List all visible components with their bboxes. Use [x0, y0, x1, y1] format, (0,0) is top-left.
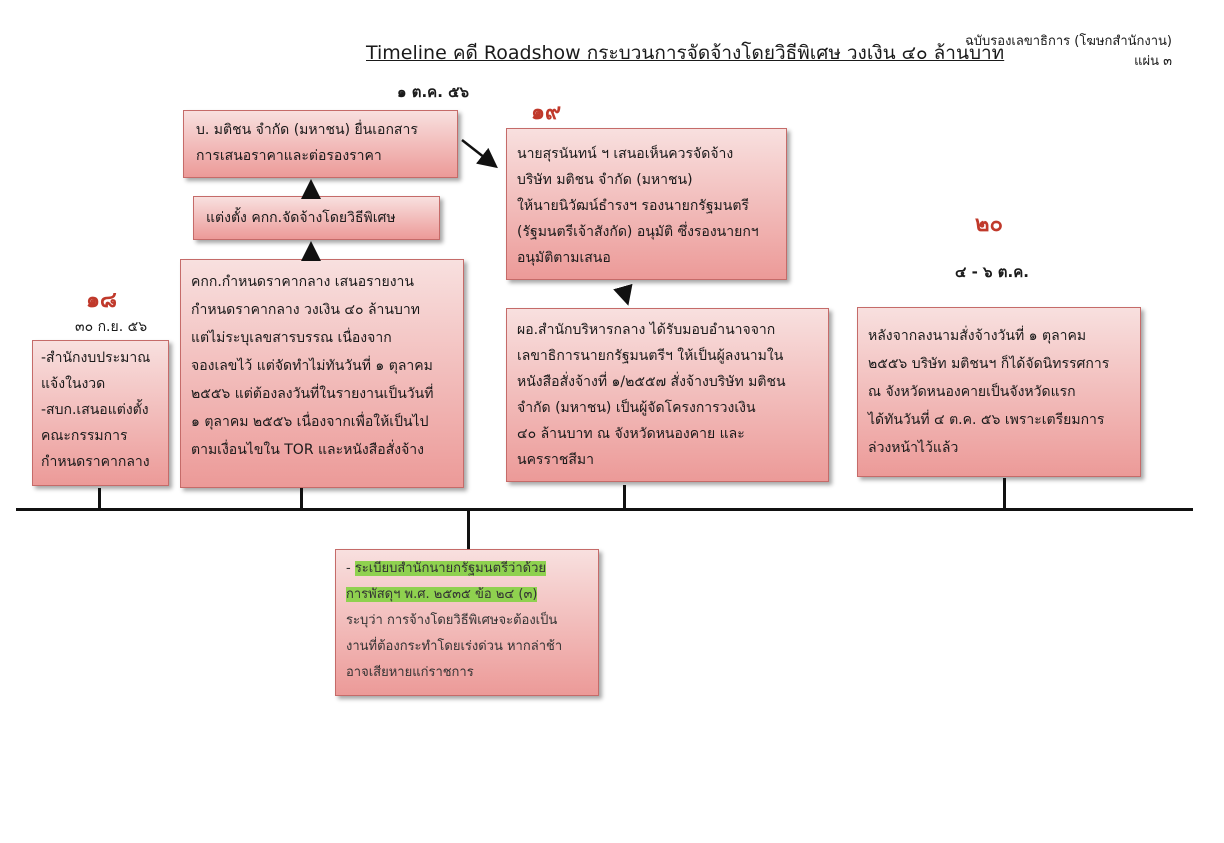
box-line: กำหนดราคากลาง [41, 454, 150, 470]
day-18-date: ๓๐ ก.ย. ๕๖ [75, 319, 148, 335]
box-line: จำกัด (มหาชน) เป็นผู้จัดโครงการวงเงิน [517, 400, 756, 416]
tick-oct-1 [300, 488, 303, 508]
timeline-axis [16, 508, 1193, 511]
box-line: -สบก.เสนอแต่งตั้ง [41, 402, 149, 418]
price-committee-box: คกก.กำหนดราคากลาง เสนอรายงาน กำหนดราคากล… [180, 259, 464, 488]
tick-day-19 [623, 485, 626, 508]
day-20-number: ๒๐ [975, 212, 1003, 237]
note-line: งานที่ต้องกระทำโดยเร่งด่วน หากล่าช้า [346, 639, 563, 654]
box-line: บริษัท มติชน จำกัด (มหาชน) [517, 172, 693, 188]
budget-bureau-box: -สำนักงบประมาณ แจ้งในงวด -สบก.เสนอแต่งตั… [32, 340, 169, 486]
box-line: เลขาธิการนายกรัฐมนตรีฯ ให้เป็นผู้ลงนามใน [517, 348, 784, 364]
page-title: Timeline คดี Roadshow กระบวนการจัดจ้างโด… [366, 42, 1005, 64]
box-line: แจ้งในงวด [41, 376, 106, 392]
box-line: อนุมัติตามเสนอ [517, 250, 611, 266]
hiring-order-box: ผอ.สำนักบริหารกลาง ได้รับมอบอำนาจจาก เลข… [506, 308, 829, 482]
arrow-down-icon [613, 283, 633, 306]
matichon-bid-box: บ. มติชน จำกัด (มหาชน) ยื่นเอกสาร การเสน… [183, 110, 458, 178]
oct-1-date: ๑ ต.ค. ๕๖ [397, 83, 470, 101]
box-line: จองเลขไว้ แต่จัดทำไม่ทันวันที่ ๑ ตุลาคม [191, 358, 433, 374]
box-line: บ. มติชน จำกัด (มหาชน) ยื่นเอกสาร [196, 122, 418, 138]
appoint-committee-box: แต่งตั้ง คกก.จัดจ้างโดยวิธีพิเศษ [193, 196, 440, 240]
box-line: หลังจากลงนามสั่งจ้างวันที่ ๑ ตุลาคม [868, 328, 1087, 344]
box-line: ผอ.สำนักบริหารกลาง ได้รับมอบอำนาจจาก [517, 322, 776, 338]
exhibition-box: หลังจากลงนามสั่งจ้างวันที่ ๑ ตุลาคม ๒๕๕๖… [857, 307, 1141, 477]
box-line: -สำนักงบประมาณ [41, 350, 151, 366]
box-line: หนังสือสั่งจ้างที่ ๑/๒๕๕๗ สั่งจ้างบริษัท… [517, 374, 786, 390]
tick-regulation [467, 510, 470, 549]
box-line: คณะกรรมการ [41, 428, 128, 444]
box-line: ๑ ตุลาคม ๒๕๕๖ เนื่องจากเพื่อให้เป็นไป [191, 414, 429, 430]
box-line: กำหนดราคากลาง วงเงิน ๔๐ ล้านบาท [191, 302, 420, 318]
box-line: ให้นายนิวัฒน์ธำรงฯ รองนายกรัฐมนตรี [517, 198, 749, 214]
box-line: ณ จังหวัดหนองคายเป็นจังหวัดแรก [868, 384, 1076, 400]
highlighted-regulation: การพัสดุฯ พ.ศ. ๒๕๓๕ ข้อ ๒๔ (๓) [346, 587, 538, 602]
approval-proposal-box: นายสุรนันทน์ ฯ เสนอเห็นควรจัดจ้าง บริษัท… [506, 128, 787, 280]
box-line: (รัฐมนตรีเจ้าสังกัด) อนุมัติ ซึ่งรองนายก… [517, 224, 759, 240]
box-line: ๒๕๕๖ บริษัท มติชนฯ ก็ได้จัดนิทรรศการ [868, 356, 1110, 372]
note-line: - ระเบียบสำนักนายกรัฐมนตรีว่าด้วย [346, 556, 588, 582]
day-18-number: ๑๘ [86, 288, 117, 313]
box-line: นครราชสีมา [517, 452, 594, 468]
box-line: แต่งตั้ง คกก.จัดจ้างโดยวิธีพิเศษ [206, 210, 396, 226]
note-line: อาจเสียหายแก่ราชการ [346, 665, 474, 680]
regulation-note-box: - ระเบียบสำนักนายกรัฐมนตรีว่าด้วย การพัส… [335, 549, 599, 696]
note-line: การพัสดุฯ พ.ศ. ๒๕๓๕ ข้อ ๒๔ (๓) [346, 582, 588, 608]
box-line: ๒๕๕๖ แต่ต้องลงวันที่ในรายงานเป็นวันที่ [191, 386, 434, 402]
box-line: คกก.กำหนดราคากลาง เสนอรายงาน [191, 274, 414, 290]
tick-day-20 [1003, 478, 1006, 508]
box-line: ได้ทันวันที่ ๔ ต.ค. ๕๖ เพราะเตรียมการ [868, 412, 1105, 428]
highlighted-regulation: ระเบียบสำนักนายกรัฐมนตรีว่าด้วย [354, 561, 547, 576]
document-label-block: ฉบับรองเลขาธิการ (โฆษกสำนักงาน) แผ่น ๓ [965, 32, 1172, 72]
box-line: นายสุรนันทน์ ฯ เสนอเห็นควรจัดจ้าง [517, 146, 734, 162]
box-line: ตามเงื่อนไขใน TOR และหนังสือสั่งจ้าง [191, 442, 424, 458]
box-line: การเสนอราคาและต่อรองราคา [196, 148, 382, 164]
document-version-label: ฉบับรองเลขาธิการ (โฆษกสำนักงาน) [964, 34, 1172, 49]
box-line: ๔๐ ล้านบาท ณ จังหวัดหนองคาย และ [517, 426, 745, 442]
note-prefix: - [346, 561, 355, 576]
day-20-date: ๔ - ๖ ต.ค. [955, 263, 1029, 281]
arrow-diagonal-icon [461, 139, 498, 169]
box-line: แต่ไม่ระบุเลขสารบรรณ เนื่องจาก [191, 330, 392, 346]
day-19-number: ๑๙ [531, 100, 562, 125]
tick-sep-30 [98, 488, 101, 508]
sheet-number-label: แผ่น ๓ [1134, 54, 1172, 69]
box-line: ล่วงหน้าไว้แล้ว [868, 440, 959, 456]
note-line: ระบุว่า การจ้างโดยวิธีพิเศษจะต้องเป็น [346, 613, 558, 628]
